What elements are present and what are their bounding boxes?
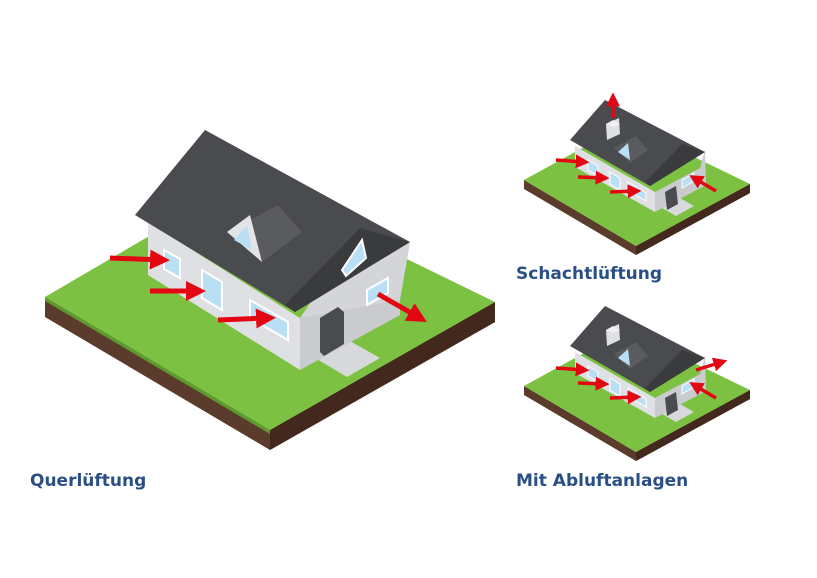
gable-window xyxy=(340,237,368,278)
airflow-arrow xyxy=(376,291,427,322)
caption-exhaust-systems: Mit Abluftanlagen xyxy=(516,471,689,491)
airflow-arrow xyxy=(609,184,642,199)
airflow-arrow xyxy=(577,376,610,391)
airflow-arrow xyxy=(689,175,717,193)
airflow-arrow xyxy=(609,390,642,405)
house-exhaust-systems xyxy=(524,306,750,461)
door xyxy=(320,307,344,356)
caption-cross-ventilation: Querlüftung xyxy=(30,471,147,491)
airflow-arrow xyxy=(577,170,610,185)
airflow-arrow xyxy=(689,382,717,400)
house-cross-ventilation xyxy=(45,130,495,450)
airflow-arrow xyxy=(217,308,276,329)
airflow-arrow xyxy=(109,249,170,270)
caption-shaft-ventilation: Schachtlüftung xyxy=(516,264,663,284)
airflow-arrow xyxy=(695,357,728,372)
airflow-arrow xyxy=(555,154,590,169)
window xyxy=(366,276,389,307)
house-shaft-ventilation xyxy=(524,92,750,255)
long-wall xyxy=(148,222,300,370)
airflow-arrow xyxy=(555,362,590,377)
